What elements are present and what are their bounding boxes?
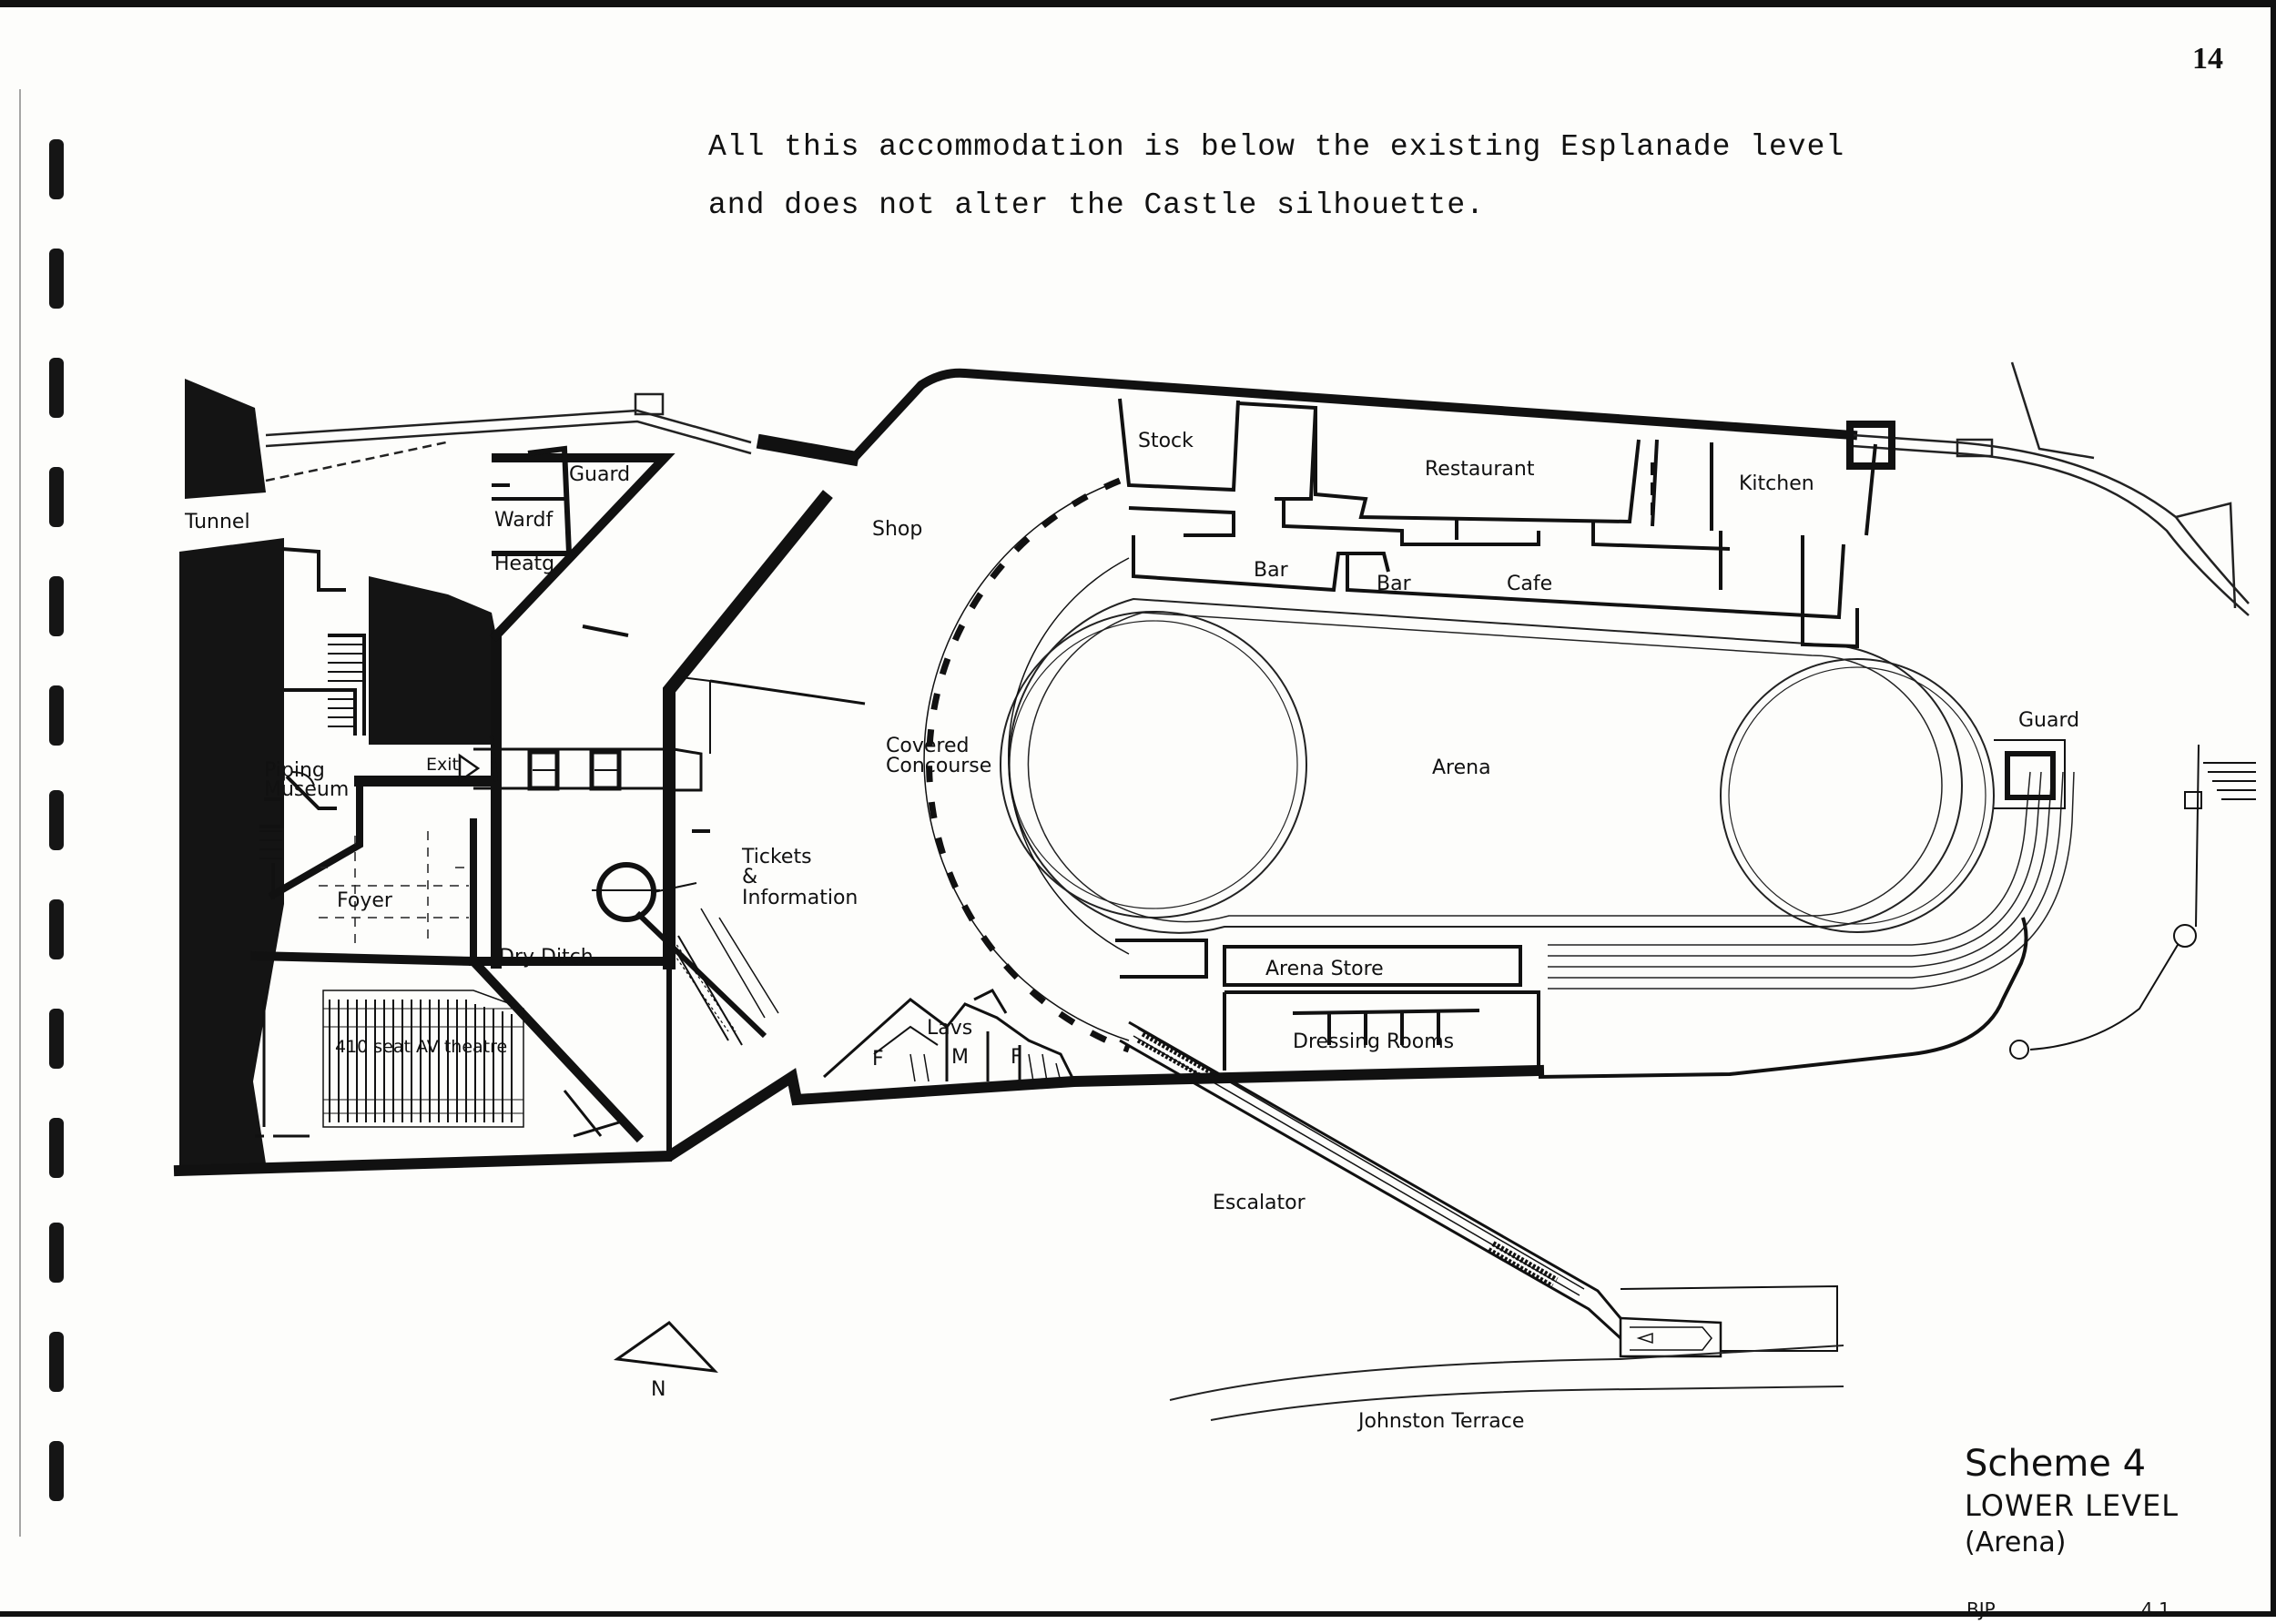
north-arrow — [613, 1321, 718, 1373]
label-shop: Shop — [872, 518, 922, 541]
label-kitchen: Kitchen — [1739, 472, 1814, 495]
label-covered-2: Concourse — [886, 755, 991, 777]
label-lav-f1: F — [872, 1048, 884, 1071]
boundary-lines — [265, 361, 2250, 616]
link-bridge — [458, 675, 866, 792]
north-range — [1118, 398, 1877, 649]
lavatories — [822, 989, 1076, 1082]
label-lav-m: M — [951, 1046, 969, 1069]
label-tickets-3: Information — [742, 887, 858, 909]
ref-right: 4.1 — [2141, 1599, 2170, 1620]
rock-mass — [179, 379, 496, 1171]
ref-left: BJP — [1966, 1599, 1996, 1620]
page-number: 14 — [2192, 42, 2223, 76]
theatre-seating — [255, 990, 620, 1138]
label-bar-1: Bar — [1254, 559, 1289, 582]
label-cafe: Cafe — [1507, 573, 1552, 595]
spiral-binding — [19, 89, 64, 1537]
label-lavs: Lavs — [927, 1017, 972, 1040]
label-bar-2: Bar — [1377, 573, 1412, 595]
arena-track — [1000, 597, 2075, 990]
concourse-colonnade — [923, 477, 1131, 1053]
west-wing — [259, 445, 710, 899]
label-heatg: Heatg — [494, 553, 554, 575]
ditch-turret — [592, 862, 779, 1046]
south-range — [1115, 744, 2200, 1079]
label-guard-west: Guard — [569, 463, 630, 486]
label-theatre: 410 seat AV theatre — [335, 1037, 507, 1057]
label-foyer: Foyer — [337, 889, 393, 912]
escalator — [1119, 1020, 1838, 1358]
label-tickets-1: Tickets — [741, 846, 812, 868]
label-wardf: Wardf — [494, 509, 554, 532]
label-dressing-rooms: Dressing Rooms — [1293, 1030, 1454, 1053]
label-johnston-terrace: Johnston Terrace — [1356, 1410, 1524, 1433]
label-exit: Exit — [426, 755, 459, 775]
ne-tower — [1846, 421, 1895, 470]
scheme-sub: (Arena) — [1965, 1527, 2067, 1558]
label-piping-2: Museum — [264, 778, 349, 801]
caption-line-2: and does not alter the Castle silhouette… — [708, 188, 1485, 222]
label-dry-ditch: Dry Ditch — [499, 946, 594, 969]
label-restaurant: Restaurant — [1425, 458, 1535, 481]
label-arena-store: Arena Store — [1265, 958, 1384, 980]
east-steps — [2184, 762, 2256, 809]
scheme-title: Scheme 4 — [1965, 1443, 2147, 1485]
label-guard-east: Guard — [2018, 709, 2079, 732]
label-north: N — [651, 1378, 666, 1401]
label-lav-f2: F — [1011, 1046, 1022, 1069]
stairs-west — [259, 644, 364, 859]
label-tunnel: Tunnel — [184, 511, 250, 533]
label-piping-1: Piping — [264, 759, 325, 782]
caption-line-1: All this accommodation is below the exis… — [708, 130, 1845, 164]
caption: All this accommodation is below the exis… — [708, 118, 1844, 235]
label-arena: Arena — [1432, 756, 1491, 779]
outer-walls — [173, 368, 1858, 1177]
scheme-title-block: Scheme 4 LOWER LEVEL (Arena) — [1965, 1441, 2179, 1561]
johnston-terrace-road — [1169, 1345, 1844, 1421]
label-stock: Stock — [1138, 430, 1194, 452]
floor-plan: Tunnel Guard Wardf Heatg Shop Stock Rest… — [173, 361, 2256, 1433]
label-covered-1: Covered — [886, 735, 969, 757]
scheme-level: LOWER LEVEL — [1965, 1488, 2179, 1523]
label-escalator: Escalator — [1213, 1192, 1306, 1214]
foyer-grid — [319, 831, 469, 945]
east-guard-tower — [1994, 739, 2066, 809]
label-tickets-2: & — [742, 866, 757, 888]
